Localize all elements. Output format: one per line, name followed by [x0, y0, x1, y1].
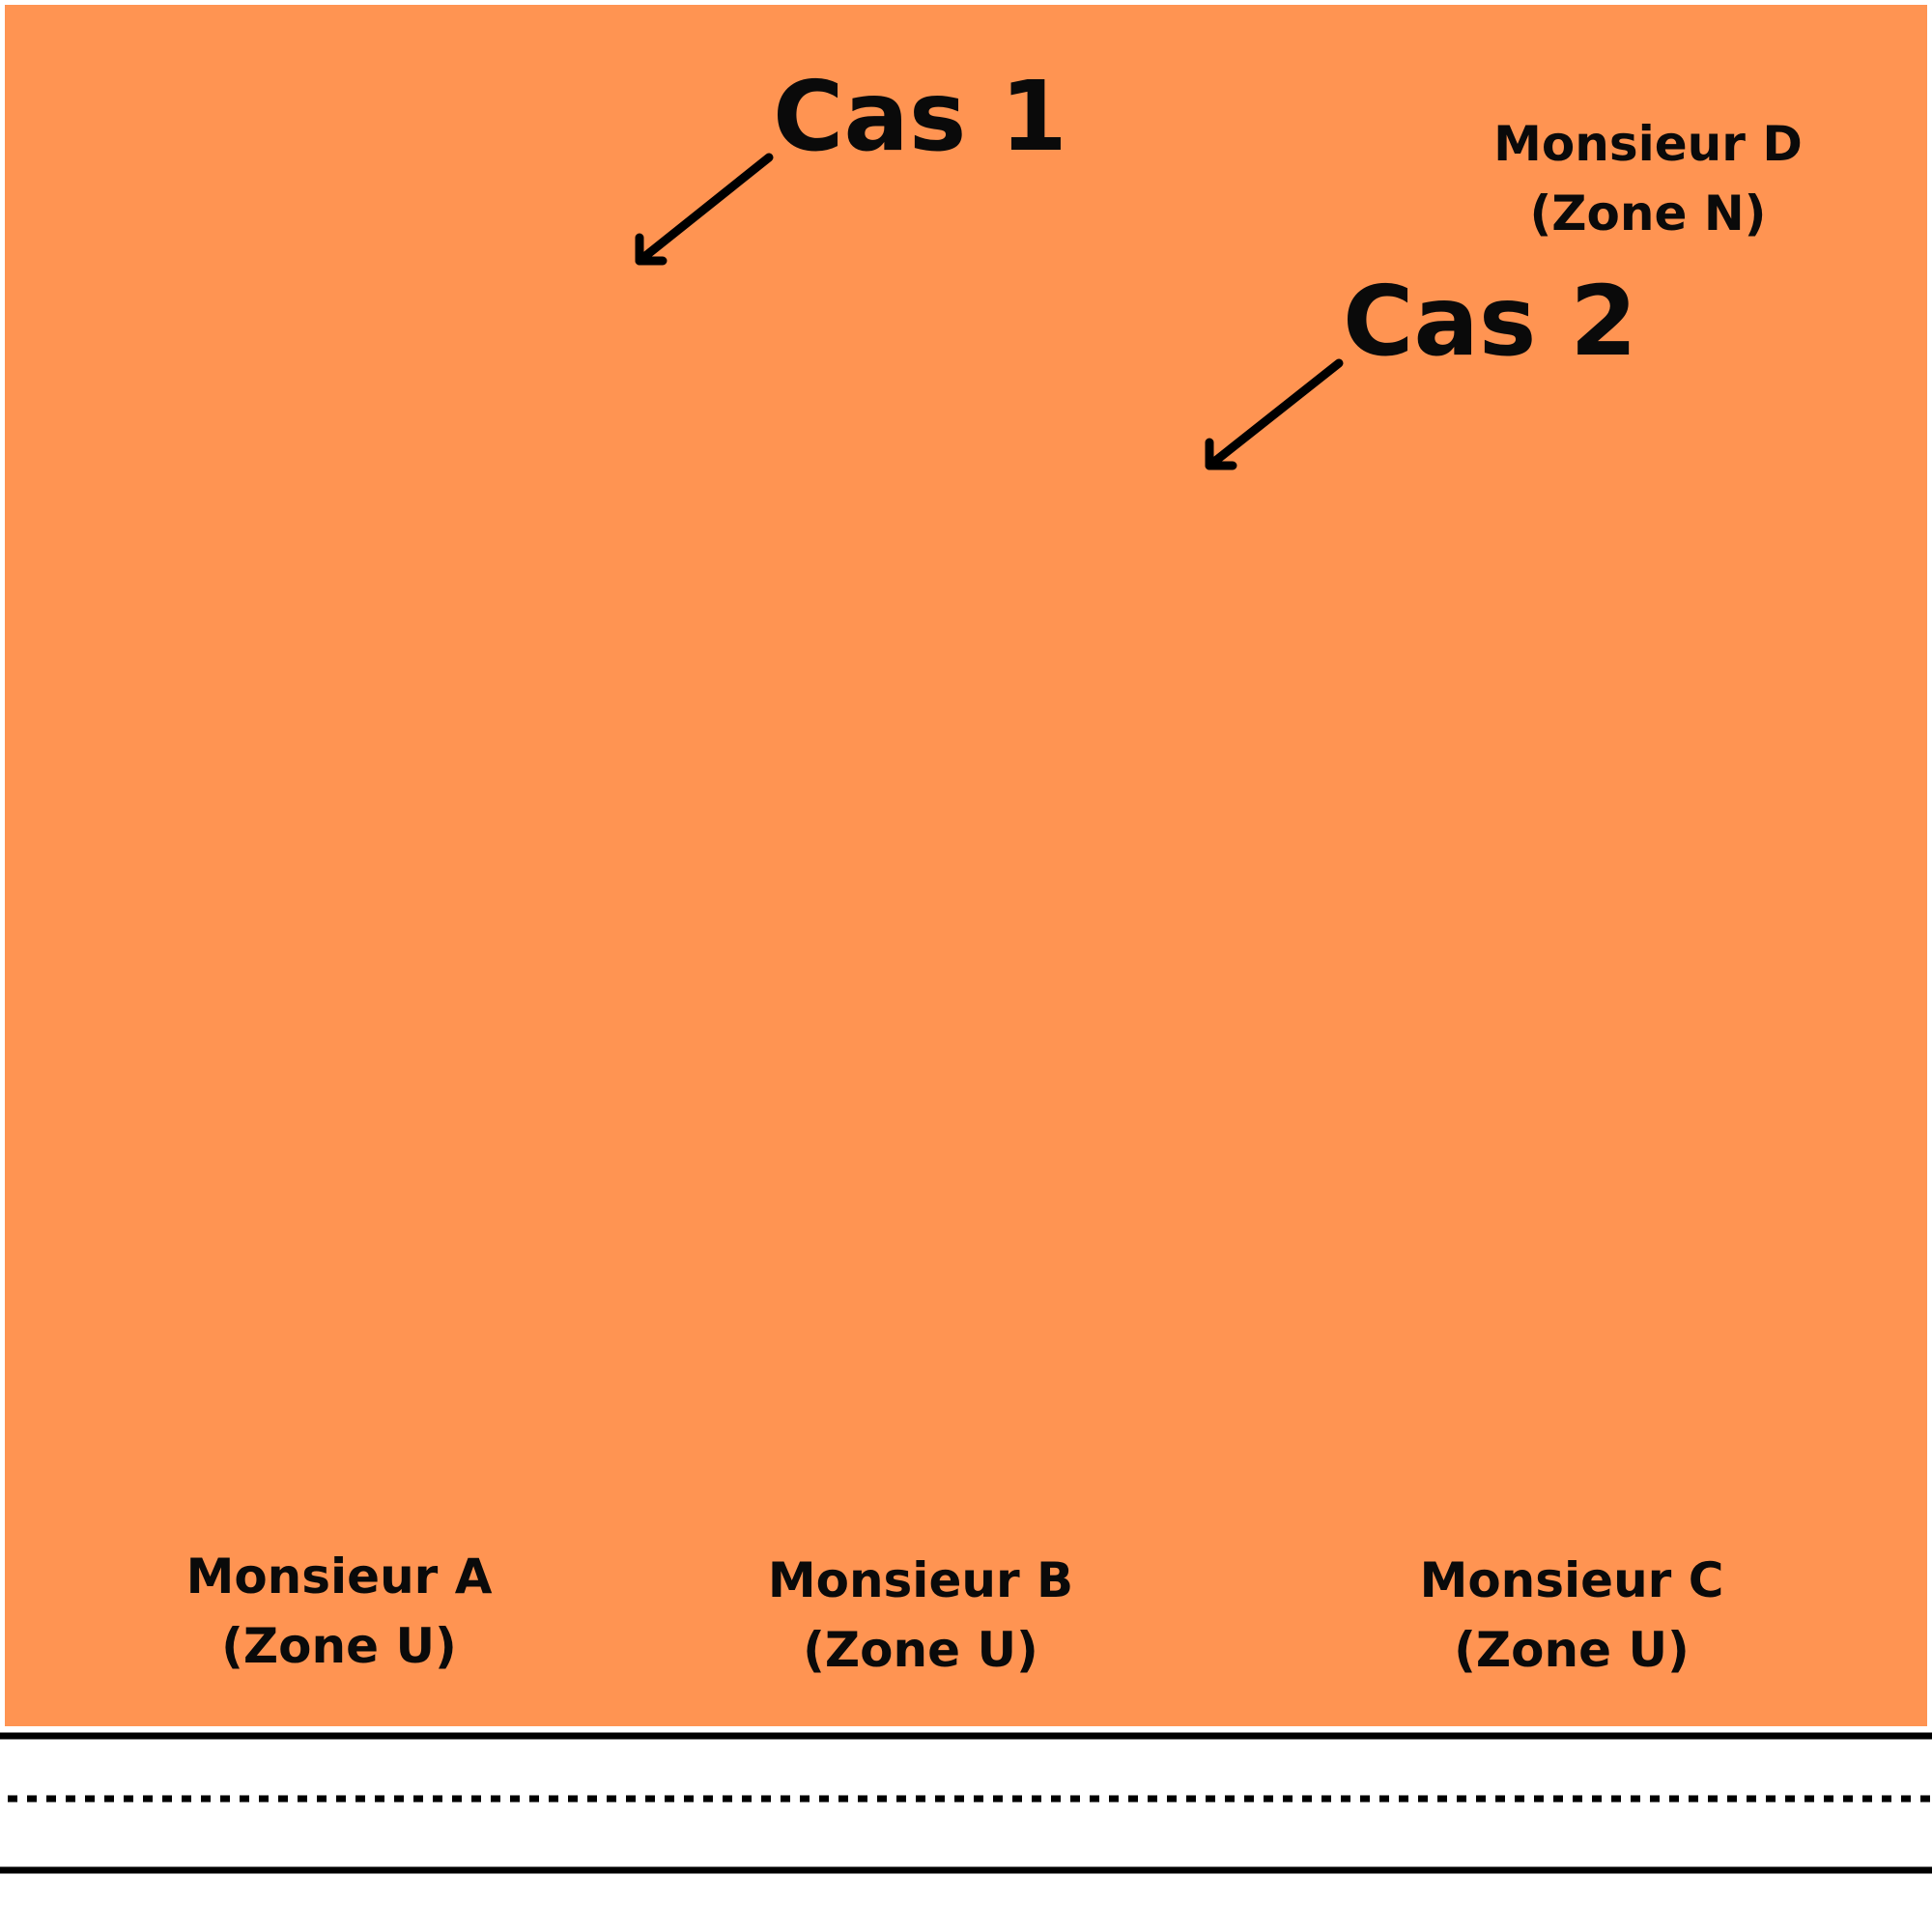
arrow-case-2: [1205, 358, 1344, 470]
parcel-d-name: Monsieur D: [1493, 116, 1803, 172]
parcel-a-zone: (Zone U): [221, 1618, 457, 1674]
parcel-c-zone: (Zone U): [1454, 1622, 1690, 1678]
parcel-c-name: Monsieur C: [1420, 1552, 1724, 1608]
parcel-b-zone: (Zone U): [803, 1622, 1038, 1678]
case-2-label: Cas 2: [1343, 265, 1637, 378]
parcel-d-zone: (Zone N): [1529, 185, 1766, 242]
case-1-label: Cas 1: [773, 60, 1067, 173]
arrow-case-1: [635, 153, 774, 266]
parcel-borders: [5, 5, 1927, 1726]
parcel-a-name: Monsieur A: [186, 1548, 493, 1605]
outer-border: [5, 5, 1927, 1726]
parcel-b-name: Monsieur B: [768, 1552, 1073, 1608]
